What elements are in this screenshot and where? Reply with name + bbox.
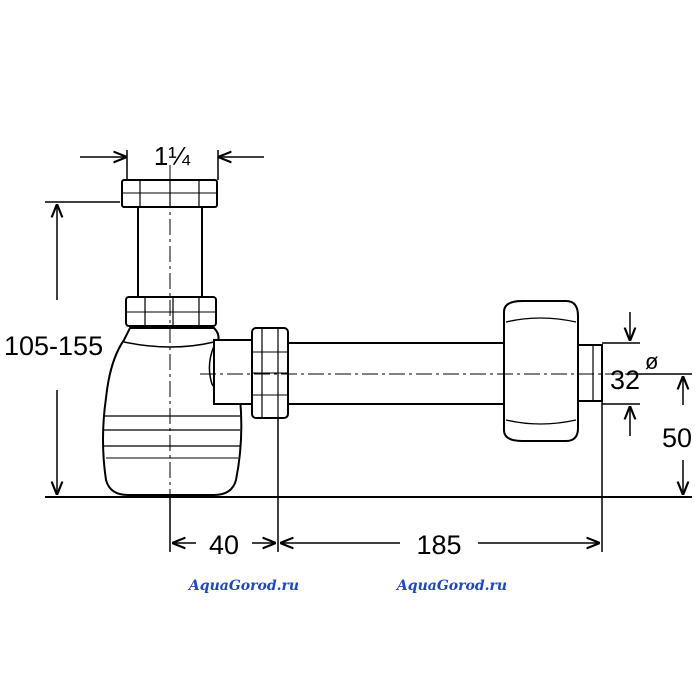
dimension-lines [45,150,692,552]
wall-rosette [503,300,579,442]
outlet-nut [251,327,289,419]
trap-outlet-stub [213,339,259,405]
diameter-symbol: ø [645,349,658,374]
dim-inlet-thread: 1¼ [154,141,190,171]
dim-length-185: 185 [416,530,461,560]
watermark-left: AquaGorod.ru [187,578,299,594]
dim-height-50: 50 [662,423,692,453]
centerlines [169,165,628,500]
bottle-trap-body [102,327,243,496]
pipe-end [577,344,603,402]
dim-height-range: 105-155 [4,331,103,361]
dim-diameter-32: 32 [610,365,640,395]
dim-offset-40: 40 [209,530,239,560]
watermark-right: AquaGorod.ru [395,578,507,594]
